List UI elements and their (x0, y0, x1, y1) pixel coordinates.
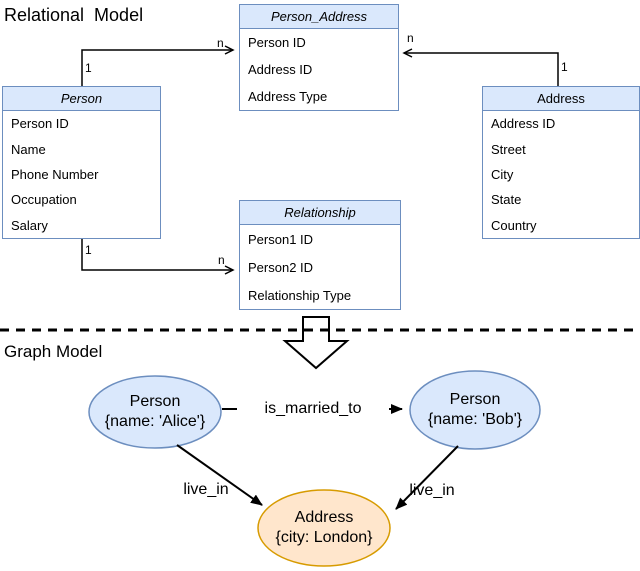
model-transform-arrow (282, 316, 350, 370)
table-row: Person ID (11, 116, 69, 132)
table-address: Address Address ID Street City State Cou… (482, 86, 640, 239)
table-row: Name (11, 141, 46, 157)
node-label-properties: {name: 'Bob'} (427, 411, 523, 428)
node-person-alice (88, 375, 222, 449)
table-row: Street (491, 141, 526, 157)
table-person: Person Person ID Name Phone Number Occup… (2, 86, 161, 239)
table-address-header: Address (483, 87, 639, 111)
edge-live-in-right (395, 445, 459, 510)
node-label-properties: {city: London} (275, 529, 373, 546)
table-row: Address ID (248, 62, 313, 77)
table-person-address-header: Person_Address (240, 5, 398, 29)
graph-model-title: Graph Model (4, 342, 103, 361)
table-person-header: Person (3, 87, 160, 111)
table-row: Address ID (491, 116, 556, 132)
relational-model-title: Relational Model (4, 5, 144, 25)
connector-address-to-personaddress (402, 48, 559, 86)
edge-label-live-in-left: live_in (183, 481, 229, 498)
connector-person-to-relationship (81, 237, 235, 275)
table-row: Address Type (248, 89, 328, 104)
table-row: Phone Number (11, 167, 99, 183)
node-address-london (257, 489, 391, 567)
node-person-bob (409, 370, 541, 450)
node-person-bob-label: Person {name: 'Bob'} (410, 390, 540, 430)
table-row: City (491, 167, 514, 183)
table-row: Salary (11, 217, 48, 233)
edge-label-live-in-right: live_in (409, 482, 455, 499)
node-person-alice-label: Person {name: 'Alice'} (90, 392, 220, 432)
multiplicity-label: 1 (85, 61, 92, 75)
multiplicity-label: 1 (561, 60, 568, 74)
node-address-london-label: Address {city: London} (258, 508, 390, 548)
table-row: Occupation (11, 192, 77, 208)
node-label-type: Address (294, 509, 354, 526)
multiplicity-label: n (217, 36, 224, 50)
edge-live-in-left (176, 444, 263, 506)
table-relationship-header: Relationship (240, 201, 400, 225)
table-row: Person ID (248, 35, 306, 50)
table-row: Country (491, 217, 537, 233)
node-label-type: Person (129, 393, 181, 410)
table-row: Relationship Type (248, 287, 352, 303)
table-row: State (491, 192, 522, 208)
table-row: Person2 ID (248, 259, 314, 275)
multiplicity-label: n (407, 31, 414, 45)
node-label-type: Person (449, 391, 501, 408)
table-relationship: Relationship Person1 ID Person2 ID Relat… (239, 200, 401, 310)
node-label-properties: {name: 'Alice'} (104, 413, 206, 430)
connector-person-to-personaddress (81, 45, 235, 86)
table-person-address: Person_Address Person ID Address ID Addr… (239, 4, 399, 111)
table-row: Person1 ID (248, 231, 314, 247)
multiplicity-label: 1 (85, 243, 92, 257)
multiplicity-label: n (218, 253, 225, 267)
edge-label-is-married-to: is_married_to (237, 400, 389, 418)
